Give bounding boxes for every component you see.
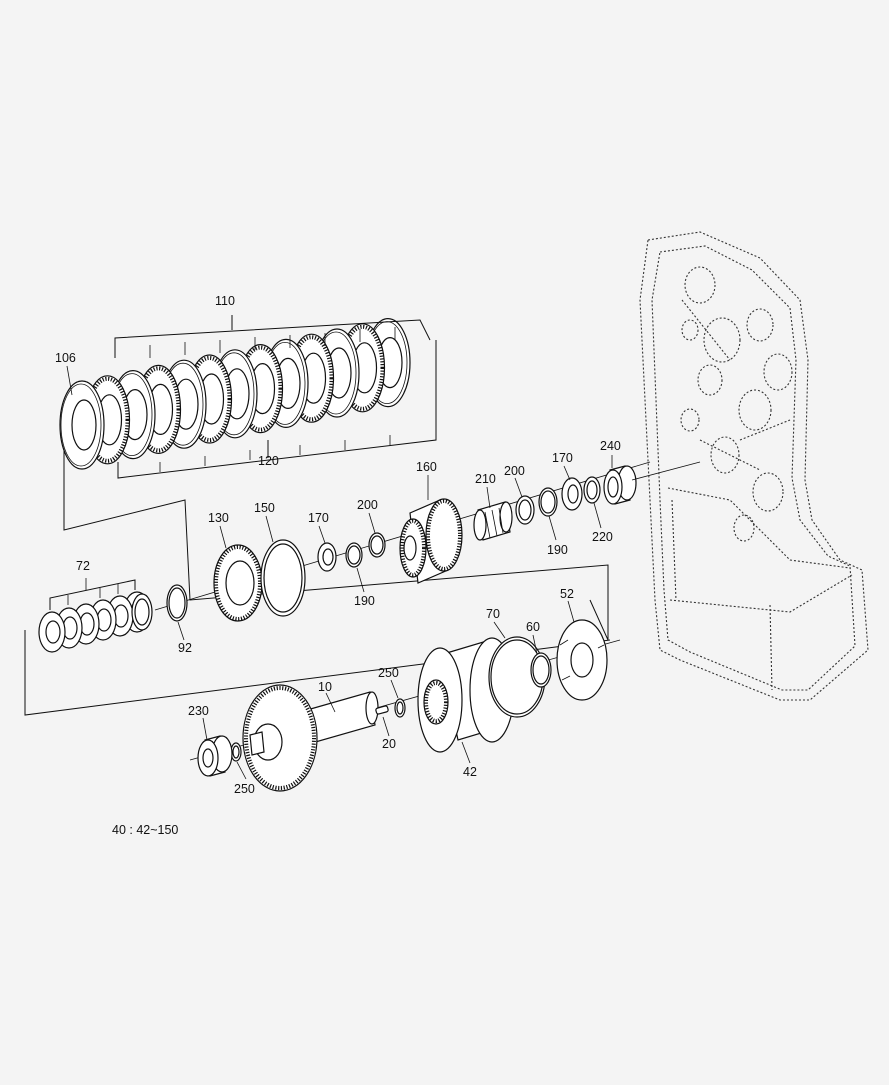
disc-spring-bore	[45, 620, 61, 644]
clutch-disc-bore	[71, 399, 97, 451]
footnote: 40 : 42~150	[112, 823, 178, 837]
callout-250-upper: 250	[378, 666, 399, 680]
part-220-ring	[583, 476, 601, 504]
part-240-bearing	[603, 465, 637, 505]
callout-160: 160	[416, 460, 437, 474]
callout-42: 42	[463, 765, 477, 779]
callout-10: 10	[318, 680, 332, 694]
part-170-washer-upper	[561, 477, 583, 511]
callout-210: 210	[475, 472, 496, 486]
disc-spring-ring-bore	[134, 598, 150, 626]
part-130-disc	[213, 544, 263, 622]
callout-110: 110	[215, 294, 235, 308]
part-210-bearing	[473, 501, 513, 541]
callout-120: 120	[258, 454, 279, 468]
part-200-ring-upper	[515, 495, 535, 525]
part-160-gear	[399, 498, 463, 584]
part-190-ring	[345, 542, 363, 568]
part-42-drum	[417, 637, 515, 753]
part-230-bearing	[197, 735, 233, 777]
callout-92: 92	[178, 641, 192, 655]
callout-labels: 106 110 120 160 210 200 170 240 190 220 …	[55, 294, 621, 796]
bracket-110	[114, 315, 431, 358]
callout-72: 72	[76, 559, 90, 573]
part-92-ring	[166, 584, 188, 622]
part-150-ring	[260, 539, 306, 617]
callout-20: 20	[382, 737, 396, 751]
part-170-washer	[317, 542, 337, 572]
part-20-pin	[375, 705, 389, 715]
callout-190-lower: 190	[354, 594, 375, 608]
callout-220: 220	[592, 530, 613, 544]
callout-200-upper: 200	[504, 464, 525, 478]
callout-190-upper: 190	[547, 543, 568, 557]
part-10-gear-shaft	[242, 684, 379, 792]
callout-106: 106	[55, 351, 76, 365]
transmission-housing	[639, 231, 869, 701]
callout-240: 240	[600, 439, 621, 453]
callout-60: 60	[526, 620, 540, 634]
callout-52: 52	[560, 587, 574, 601]
part-250-ring-b	[230, 742, 242, 762]
callout-130: 130	[208, 511, 229, 525]
part-60-ring	[530, 652, 552, 688]
spring-pack-72	[38, 591, 153, 653]
callout-250-lower: 250	[234, 782, 255, 796]
part-70-ring	[488, 636, 546, 718]
part-52-plate	[556, 619, 608, 701]
disc-pack	[59, 318, 411, 470]
bracket-72	[49, 578, 136, 610]
callout-70: 70	[486, 607, 500, 621]
part-190-ring-upper	[538, 487, 558, 517]
callout-170-lower: 170	[308, 511, 329, 525]
callout-200-lower: 200	[357, 498, 378, 512]
clutch-disc-edge	[60, 383, 102, 467]
part-250-ring-a	[394, 698, 406, 718]
callout-150: 150	[254, 501, 275, 515]
callout-170-upper: 170	[552, 451, 573, 465]
callout-230: 230	[188, 704, 209, 718]
bracket-120	[117, 340, 437, 479]
leader-lines	[66, 365, 613, 780]
part-200-ring	[368, 532, 386, 558]
